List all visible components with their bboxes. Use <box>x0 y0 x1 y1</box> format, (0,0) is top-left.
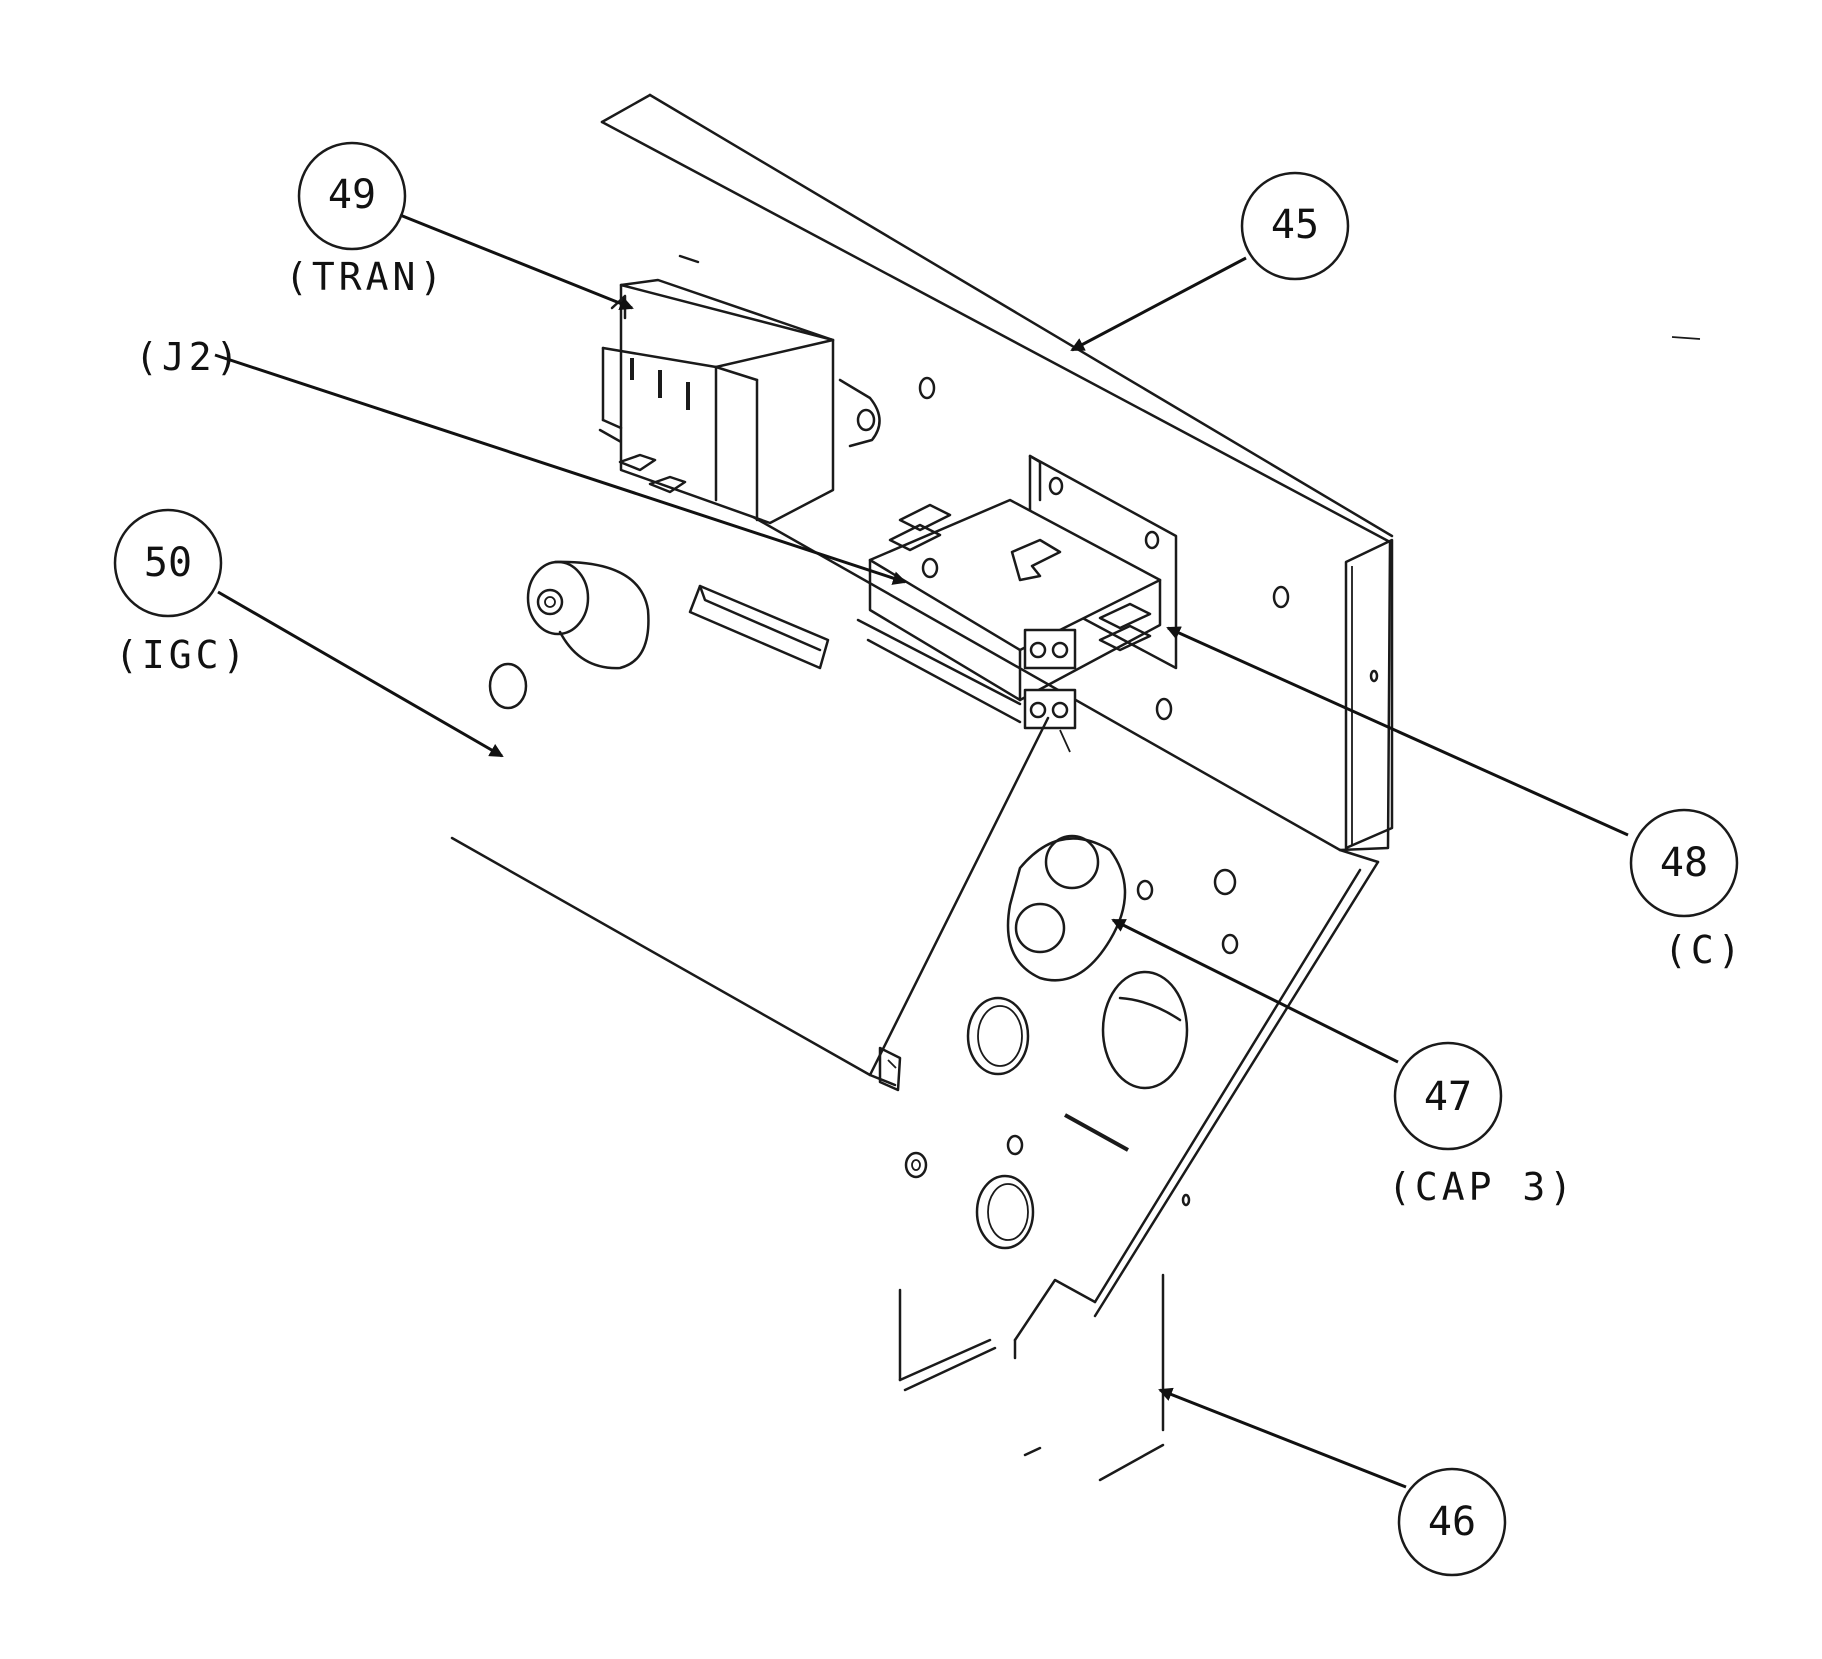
leader-j2 <box>214 353 907 585</box>
j2-label: (J2) <box>135 335 243 379</box>
leader-50 <box>217 590 504 758</box>
callout-50-number: 50 <box>144 540 192 586</box>
callout-48-circle <box>1629 808 1739 918</box>
callout-45-circle <box>1240 171 1350 281</box>
leader-45 <box>1070 256 1247 352</box>
leader-49 <box>399 213 634 311</box>
leader-47 <box>1111 918 1399 1064</box>
callout-49-number: 49 <box>328 172 376 218</box>
callout-50-label: (IGC) <box>115 633 249 677</box>
callout-49-circle <box>297 141 407 251</box>
callout-45: 45 <box>1240 171 1350 281</box>
callout-50-circle <box>113 508 223 618</box>
callout-47-label: (CAP 3) <box>1388 1165 1576 1209</box>
leader-lines <box>214 213 1629 1489</box>
leader-46 <box>1158 1387 1407 1489</box>
callout-49-label: (TRAN) <box>285 255 446 299</box>
callout-47-circle <box>1393 1041 1503 1151</box>
callout-46: 46 <box>1397 1467 1507 1577</box>
callout-47-number: 47 <box>1424 1074 1472 1120</box>
j2-connector <box>688 584 830 670</box>
control-bracket-part-46 <box>868 716 1380 1482</box>
callout-48: 48 (C) <box>1629 808 1745 972</box>
mounting-panel-part-45 <box>598 93 1394 852</box>
callout-48-number: 48 <box>1660 840 1708 886</box>
callout-49: 49 (TRAN) <box>285 141 446 299</box>
callout-45-number: 45 <box>1271 202 1319 248</box>
callout-48-label: (C) <box>1664 928 1745 972</box>
ignition-control-part-50 <box>450 560 872 1077</box>
callout-47: 47 (CAP 3) <box>1388 1041 1576 1209</box>
callout-50: 50 (IGC) <box>113 508 249 677</box>
leader-48 <box>1166 626 1629 837</box>
margin-dash <box>1671 336 1701 340</box>
callout-46-circle <box>1397 1467 1507 1577</box>
transformer-part-49 <box>601 254 881 525</box>
contactor-part-48 <box>856 454 1178 753</box>
callout-46-number: 46 <box>1428 1499 1476 1545</box>
